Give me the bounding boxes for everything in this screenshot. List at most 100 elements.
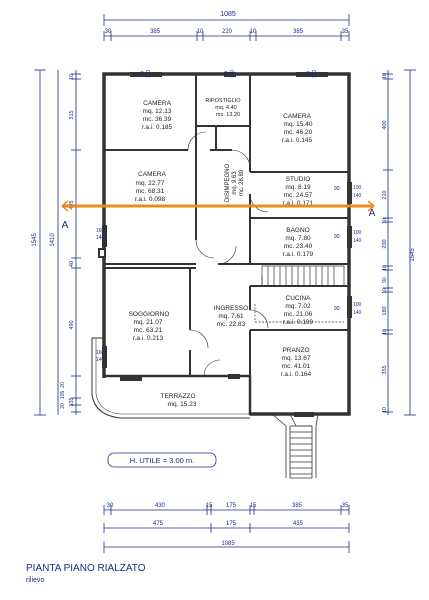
window-label: 140 (353, 193, 362, 199)
room-volume: mc. 63.21 (134, 327, 163, 334)
window-label: 100 (353, 185, 362, 191)
room-name: CAMERA (283, 113, 311, 120)
dim-right-part: 355 (382, 365, 388, 374)
dim-left-part: 10 (69, 74, 75, 80)
room-volume: mc. 22.83 (217, 321, 246, 328)
room-volume: mc. 28.89 (239, 169, 245, 196)
dim-top-part: 30 (105, 29, 112, 35)
window-label: 90 (334, 306, 340, 312)
dim-bottom-part: 35 (342, 503, 349, 509)
room-name: STUDIO (286, 176, 311, 183)
room-name: TERRAZZO (160, 393, 195, 400)
room-rai: r.a.i. 0.145 (282, 137, 313, 144)
room-rai: r.a.i. 0.199 (283, 319, 314, 326)
room-ripostiglio: RIPOSTIGLIO mq. 4.40 mc. 13.20 (205, 98, 241, 118)
dim-bottom-part: 385 (292, 503, 303, 509)
room-volume: mc. 68.31 (136, 188, 165, 195)
room-cucina: CUCINA mq. 7.02 mc. 21.06 r.a.i. 0.199 (283, 295, 314, 326)
dim-top-part: 35 (342, 29, 349, 35)
dim-left-part: 315 (69, 110, 75, 119)
room-rai: r.a.i. 0.213 (133, 335, 164, 342)
dim-left-part: 105 (60, 391, 66, 400)
dim-bottom-part: 475 (153, 521, 164, 527)
room-volume: mc. 13.20 (216, 112, 240, 118)
room-ingresso: INGRESSO mq. 7.61 mc. 22.83 (214, 305, 248, 328)
dim-top-part: 10 (250, 29, 257, 35)
dim-left-outer: 1545 (32, 233, 38, 247)
room-volume: mc. 23.40 (284, 243, 313, 250)
room-area: mq. 12.13 (143, 108, 172, 115)
bottom-dimensions: 30 430 15 175 15 385 35 475 175 435 1085 (103, 503, 350, 553)
room-name: INGRESSO (214, 305, 248, 312)
dim-top-part: 220 (222, 29, 233, 35)
dim-right-part: 10 (382, 73, 388, 79)
room-name: SOGGIORNO (129, 311, 170, 318)
room-name: CUCINA (286, 295, 312, 302)
window-label: 100 (312, 70, 318, 79)
room-name: CAMERA (138, 171, 166, 178)
room-volume: mc. 46.20 (284, 129, 313, 136)
room-area: mq. 7.02 (285, 303, 311, 310)
dim-left-part: 40 (69, 261, 75, 267)
room-volume: mc. 41.01 (282, 363, 311, 370)
room-rai: r.a.i. 0.098 (135, 196, 166, 203)
room-disimpegno: DISIMPEGNO mq. 9.63 mc. 28.89 (225, 164, 245, 203)
dim-right-part: 10 (382, 407, 388, 413)
room-camera-1: CAMERA mq. 12.13 mc. 36.39 r.a.i. 0.185 (142, 100, 173, 131)
dim-right-part: 10 (382, 218, 388, 224)
window-label: 160 (96, 350, 105, 356)
top-dimensions: 1085 30 385 10 220 10 385 35 (103, 11, 350, 41)
dim-left-middle: 1410 (50, 233, 56, 247)
dim-right-part: 210 (382, 190, 388, 199)
room-name: DISIMPEGNO (225, 164, 231, 203)
dim-right-part: 90 (382, 277, 388, 283)
dim-top-part: 385 (293, 29, 304, 35)
room-volume: mc. 36.39 (143, 116, 172, 123)
section-marker-right: A (369, 208, 376, 219)
dim-bottom-part: 15 (206, 503, 213, 509)
room-area: mq. 15.40 (284, 121, 313, 128)
room-rai: r.a.i. 0.171 (283, 200, 314, 207)
dim-bottom-part: 175 (226, 521, 237, 527)
room-area: mq. 7.80 (285, 235, 311, 242)
window-label: 140 (353, 310, 362, 316)
dim-bottom-total: 1085 (221, 541, 235, 547)
dim-right-part: 10 (382, 288, 388, 294)
room-name: CAMERA (143, 100, 171, 107)
window-label: 140 (96, 357, 105, 363)
dim-left-part: 490 (69, 320, 75, 329)
left-dimensions: 1545 1410 10 315 495 40 490 335 20 105 2… (32, 69, 81, 416)
plan-title: PIANTA PIANO RIALZATO (26, 563, 146, 574)
room-labels: CAMERA mq. 12.13 mc. 36.39 r.a.i. 0.185 … (129, 98, 314, 408)
dim-top-part: 385 (150, 29, 161, 35)
room-area: mq. 22.77 (136, 180, 165, 187)
window-label: 100 (353, 230, 362, 236)
dim-bottom-part: 30 (107, 503, 114, 509)
room-area: mq. 21.07 (134, 319, 163, 326)
window-label: 90 (224, 71, 230, 77)
dim-left-part: 335 (69, 397, 75, 406)
room-rai: r.a.i. 0.185 (142, 124, 173, 131)
room-area: mq. 9.63 (232, 171, 238, 195)
height-label: H. UTILE = 3.00 m. (130, 456, 194, 465)
dim-top-total: 1085 (220, 11, 236, 18)
window-label: 100 (353, 302, 362, 308)
room-area: mq. 8.19 (285, 184, 311, 191)
room-rai: r.a.i. 0.164 (281, 371, 312, 378)
room-bagno: BAGNO mq. 7.80 mc. 23.40 r.a.i. 0.179 (283, 227, 314, 258)
window-label: 90 (334, 234, 340, 240)
window-label: 100 (230, 70, 236, 79)
room-area: mq. 7.61 (218, 313, 244, 320)
right-dimensions: 1545 10 400 210 10 200 10 90 10 180 10 3… (382, 69, 416, 416)
room-volume: mc. 21.06 (284, 311, 313, 318)
dim-right-part: 10 (382, 329, 388, 335)
dim-bottom-part: 15 (250, 503, 257, 509)
window-label: 160 (96, 228, 105, 234)
section-line: A A (61, 200, 376, 231)
window-markers (102, 72, 352, 417)
room-soggiorno: SOGGIORNO mq. 21.07 mc. 63.21 r.a.i. 0.2… (129, 311, 170, 342)
room-volume: mc. 24.57 (284, 192, 313, 199)
dim-left-part: 20 (60, 382, 66, 388)
room-rai: r.a.i. 0.179 (283, 251, 314, 258)
